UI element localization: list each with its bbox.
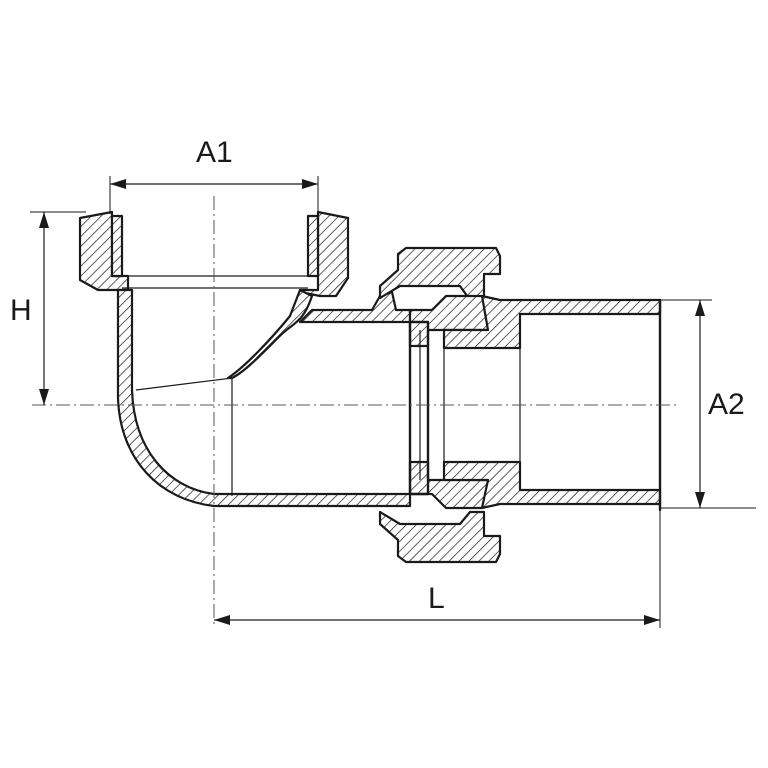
elbow-body [78, 210, 412, 508]
elbow-thread-left [110, 214, 124, 278]
union-inner-sleeve [408, 320, 430, 496]
dimension-h: H [10, 211, 86, 405]
dimension-a2-label: A2 [708, 388, 745, 421]
dimension-h-label: H [10, 294, 32, 327]
dimension-a2: A2 [660, 299, 756, 509]
dimension-a1-label: A1 [196, 136, 233, 169]
union-nut-top [378, 246, 502, 302]
union-nut-bottom [378, 510, 502, 564]
elbow-thread-right [306, 214, 320, 278]
dimension-l: L [214, 510, 661, 628]
dimension-a1: A1 [109, 136, 319, 214]
threaded-tail [442, 294, 662, 512]
dimension-l-label: L [428, 582, 445, 615]
elbow-socket-right-wall [298, 210, 350, 298]
center-lines [32, 196, 680, 628]
elbow-upper-tube-wall [298, 290, 412, 324]
elbow-inner-wall [226, 288, 314, 380]
elbow-outer-wall [116, 288, 412, 508]
union-coupling [378, 246, 502, 564]
